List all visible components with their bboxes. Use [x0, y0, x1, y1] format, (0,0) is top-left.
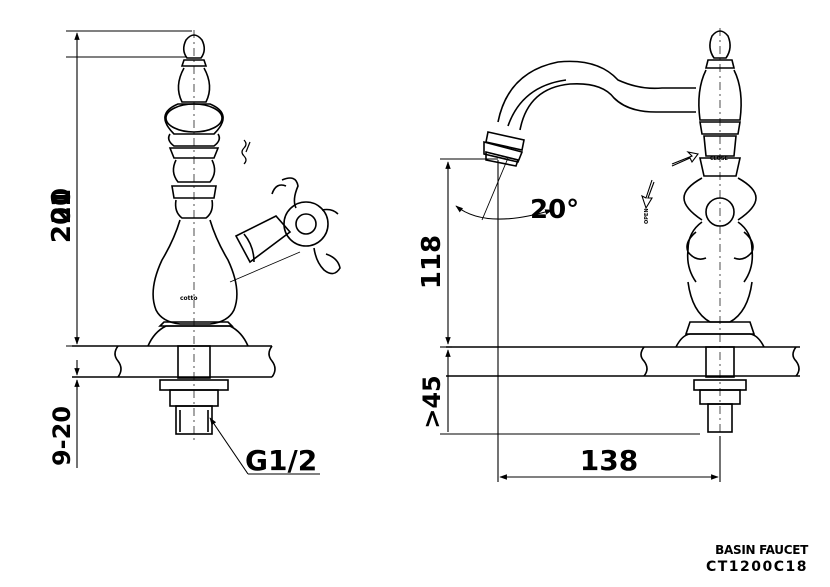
close-mark: CLOSE — [710, 156, 729, 162]
side-spout — [483, 60, 696, 167]
side-dimensions — [440, 157, 721, 482]
dim-reach: 138 — [580, 444, 638, 477]
dim-spout-height: 118 — [417, 235, 447, 289]
front-body — [147, 219, 249, 347]
title-block: BASIN FAUCET CT1200C18 — [706, 543, 808, 576]
front-handle — [234, 177, 341, 275]
dim-shank-min: >45 — [418, 375, 446, 429]
dim-cap-height: 20 — [47, 188, 77, 224]
front-dimensions — [66, 30, 320, 475]
front-view — [72, 30, 341, 440]
dim-thread: G1/2 — [245, 444, 317, 477]
side-counter — [446, 346, 800, 377]
dim-height-total: 201 — [47, 189, 77, 243]
front-counter — [72, 345, 276, 378]
side-view — [446, 28, 800, 436]
title-code: CT1200C18 — [705, 559, 808, 575]
brand-mark: cotto — [180, 295, 198, 302]
open-mark: OPEN — [644, 208, 650, 224]
dim-angle: 20° — [530, 195, 579, 225]
dim-counter-thickness: 9-20 — [48, 406, 76, 466]
title-name: BASIN FAUCET — [715, 543, 808, 557]
